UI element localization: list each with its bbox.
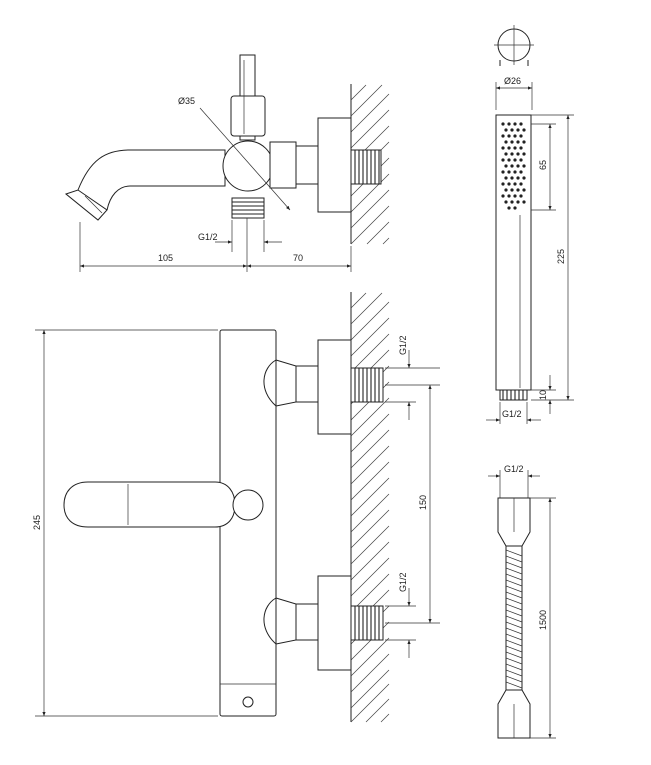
thread-top <box>354 150 380 184</box>
label-150: 150 <box>418 495 428 510</box>
label-g12-upper: G1/2 <box>398 335 408 355</box>
thread-lower <box>354 606 380 640</box>
label-dia26: Ø26 <box>504 76 521 86</box>
side-view: Ø35 G1/2 105 70 <box>64 54 390 272</box>
label-g12-handshower: G1/2 <box>502 409 522 419</box>
hose-spiral <box>505 546 523 690</box>
wall-hatch-bottom <box>350 292 390 723</box>
spout <box>77 149 226 211</box>
front-view: G1/2 G1/2 150 245 <box>32 292 440 723</box>
label-225: 225 <box>556 249 566 264</box>
lever-handle-front <box>63 481 236 528</box>
label-10: 10 <box>538 390 548 400</box>
thread-handshower <box>502 390 524 400</box>
shower-nozzle-grid <box>501 122 526 210</box>
label-g12-hose: G1/2 <box>504 464 524 474</box>
hand-shower-view: Ø26 <box>486 25 574 424</box>
label-dia35: Ø35 <box>178 96 195 106</box>
wall-flange-upper <box>317 339 352 435</box>
label-1500: 1500 <box>538 610 548 630</box>
label-65: 65 <box>538 160 548 170</box>
label-70: 70 <box>293 253 303 263</box>
wall-flange-top <box>317 117 352 213</box>
temperature-knob-hole <box>242 696 254 708</box>
mixer-body-circle <box>222 140 274 192</box>
label-105: 105 <box>158 253 173 263</box>
label-g12-side: G1/2 <box>198 232 218 242</box>
wall-flange-lower <box>317 575 352 671</box>
label-245: 245 <box>32 515 42 530</box>
hose-view: G1/2 1500 <box>488 464 556 739</box>
label-g12-lower: G1/2 <box>398 572 408 592</box>
thread-outlet <box>232 201 264 215</box>
thread-upper <box>354 368 380 402</box>
handle-hub-circle <box>232 489 264 521</box>
hand-shower-body <box>495 114 532 391</box>
